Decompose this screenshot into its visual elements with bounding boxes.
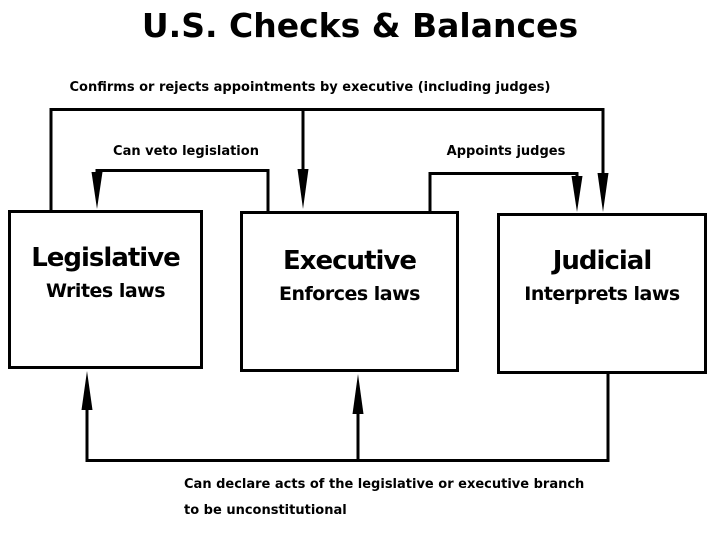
declare-label-line2: to be unconstitutional: [184, 503, 347, 518]
page-title: U.S. Checks & Balances: [141, 6, 579, 45]
veto-arrowhead-icon: [91, 172, 103, 209]
appoints-line: [428, 172, 579, 213]
declare-loop-line: [85, 374, 610, 462]
judicial-branch-title: Judicial: [552, 246, 652, 276]
confirms-label: Confirms or rejects appointments by exec…: [69, 80, 551, 95]
judicial-branch-role: Interprets laws: [524, 283, 680, 306]
veto-label: Can veto legislation: [113, 144, 259, 159]
declare-label-line1: Can declare acts of the legislative or e…: [184, 477, 585, 492]
appoints-label: Appoints judges: [446, 144, 566, 159]
veto-line: [95, 169, 270, 212]
confirms-arrowhead-judicial-icon: [597, 173, 609, 212]
appoints-arrowhead-icon: [571, 176, 583, 212]
legislative-branch-role: Writes laws: [45, 280, 166, 303]
executive-branch-title: Executive: [282, 246, 417, 276]
legislative-branch-title: Legislative: [31, 243, 181, 273]
declare-arrowhead-legislative-icon: [81, 371, 93, 410]
declare-arrowhead-executive-icon: [352, 374, 364, 414]
confirms-arrowhead-executive-icon: [297, 169, 309, 209]
executive-branch-role: Enforces laws: [279, 283, 420, 306]
confirms-rail-line: [49, 108, 605, 211]
legislative-branch-box: Legislative Writes laws: [8, 210, 203, 369]
declare-label: Can declare acts of the legislative or e…: [184, 472, 584, 524]
executive-branch-box: Executive Enforces laws: [240, 211, 459, 372]
judicial-branch-box: Judicial Interprets laws: [497, 213, 707, 374]
